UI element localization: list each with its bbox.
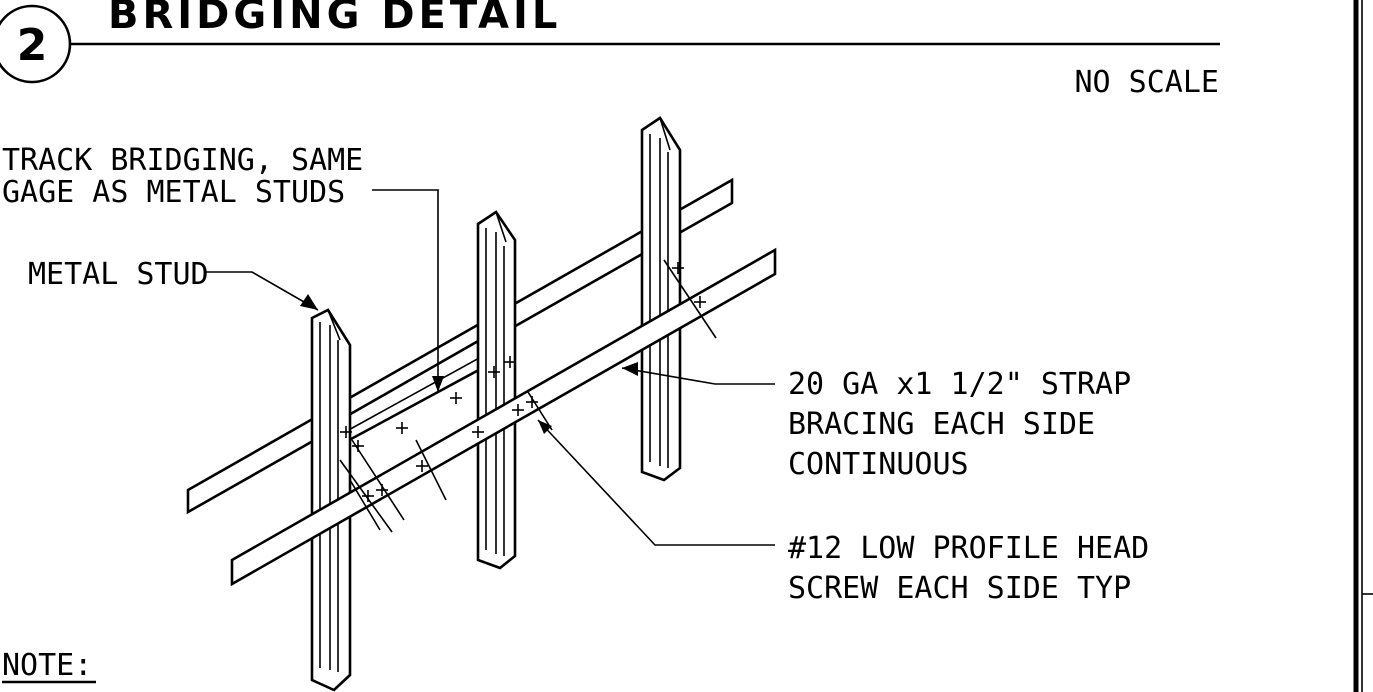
detail-header: 2 BRIDGING DETAIL NO SCALE <box>0 0 1220 100</box>
metal-stud-middle <box>476 210 517 570</box>
callout-strap: 20 GA x1 1/2" STRAP BRACING EACH SIDE CO… <box>788 367 1131 482</box>
scale-label: NO SCALE <box>1075 65 1220 100</box>
svg-text:20 GA x1 1/2" STRAP: 20 GA x1 1/2" STRAP <box>788 367 1131 402</box>
metal-stud-right <box>640 116 682 482</box>
svg-text:SCREW EACH SIDE TYP: SCREW EACH SIDE TYP <box>788 571 1131 606</box>
callout-metal-stud: METAL STUD <box>28 257 209 292</box>
screw-marks <box>339 259 717 533</box>
svg-text:#12 LOW PROFILE HEAD: #12 LOW PROFILE HEAD <box>788 531 1149 566</box>
detail-number: 2 <box>17 20 48 71</box>
sheet-border <box>1353 0 1373 692</box>
callout-screw: #12 LOW PROFILE HEAD SCREW EACH SIDE TYP <box>788 531 1149 606</box>
note-label: NOTE: <box>2 648 92 683</box>
svg-text:GAGE AS METAL STUDS: GAGE AS METAL STUDS <box>2 175 345 210</box>
svg-text:METAL STUD: METAL STUD <box>28 257 209 292</box>
note-section: NOTE: <box>2 648 96 684</box>
svg-text:BRACING EACH SIDE: BRACING EACH SIDE <box>788 407 1095 442</box>
svg-text:TRACK BRIDGING, SAME: TRACK BRIDGING, SAME <box>2 143 363 178</box>
callout-track-bridging: TRACK BRIDGING, SAME GAGE AS METAL STUDS <box>2 143 363 210</box>
metal-stud-left <box>310 308 352 692</box>
detail-title: BRIDGING DETAIL <box>108 0 561 38</box>
svg-text:CONTINUOUS: CONTINUOUS <box>788 447 969 482</box>
leader-lines <box>205 189 775 546</box>
